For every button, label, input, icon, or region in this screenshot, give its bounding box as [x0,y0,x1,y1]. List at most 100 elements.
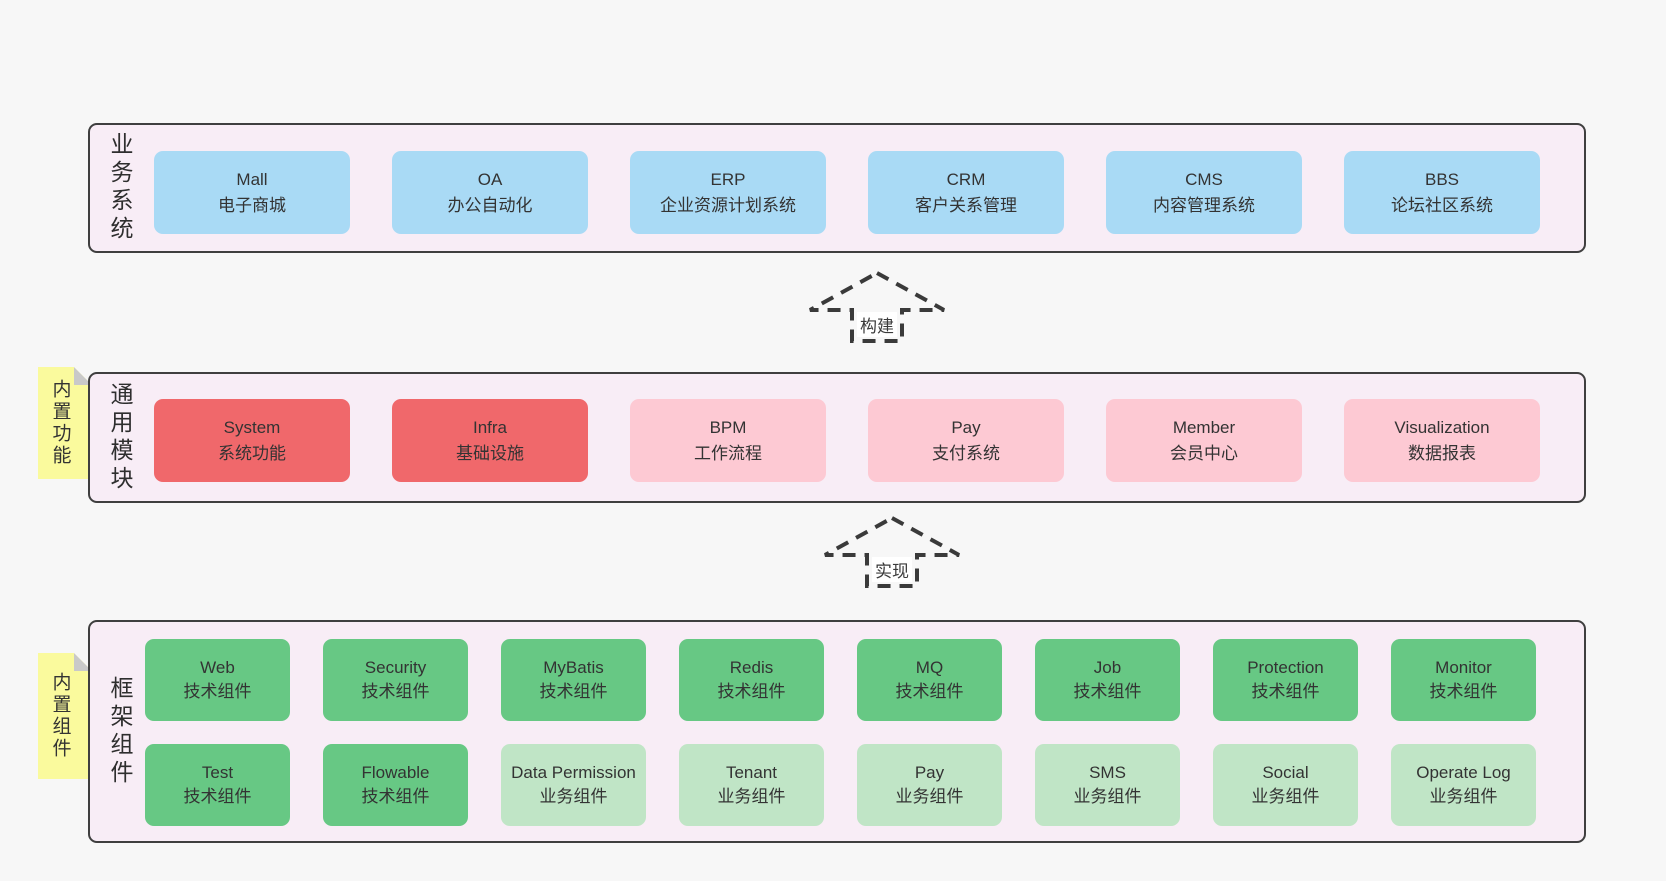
box-title: Operate Log [1416,762,1511,782]
box-title: Pay [951,418,981,437]
box-test: Test 技术组件 [145,744,290,826]
framework-components-panel: 框架组件 Web 技术组件 Security 技术组件 MyBatis 技术组件… [88,620,1586,843]
box-mq: MQ 技术组件 [857,639,1002,721]
box-subtitle: 办公自动化 [447,195,533,215]
box-job: Job 技术组件 [1035,639,1180,721]
box-subtitle: 技术组件 [361,787,430,806]
box-title: Redis [729,657,774,677]
box-title: Monitor [1435,657,1492,677]
box-title: MyBatis [543,657,604,677]
box-member: Member 会员中心 [1106,399,1302,482]
box-subtitle: 业务组件 [539,787,608,806]
box-title: Protection [1247,657,1324,677]
box-erp: ERP 企业资源计划系统 [630,151,826,234]
box-subtitle: 业务组件 [1251,787,1320,806]
box-subtitle: 会员中心 [1170,443,1238,463]
box-subtitle: 论坛社区系统 [1391,195,1493,215]
box-title: BBS [1424,170,1460,189]
box-subtitle: 技术组件 [539,682,608,701]
box-title: Pay [914,762,945,782]
panel-label-framework-components: 框架组件 [107,675,133,788]
dashed-up-arrow-icon [824,515,960,588]
box-title: MQ [915,657,944,677]
box-bbs: BBS 论坛社区系统 [1344,151,1540,234]
implement-arrow-label: 实现 [872,557,912,582]
box-subtitle: 技术组件 [1073,682,1142,701]
box-title: Data Permission [511,762,636,782]
box-subtitle: 技术组件 [1251,682,1320,701]
modules-box-row: System 系统功能 Infra 基础设施 BPM 工作流程 Pay 支付系统… [154,399,1540,482]
box-flowable: Flowable 技术组件 [323,744,468,826]
box-pay-component: Pay 业务组件 [857,744,1002,826]
box-title: OA [477,170,503,189]
box-title: BPM [709,418,747,437]
box-title: Job [1093,657,1122,677]
box-operate-log: Operate Log 业务组件 [1391,744,1536,826]
box-subtitle: 客户关系管理 [915,195,1017,215]
panel-label-business-systems: 业务系统 [107,132,133,244]
box-title: Social [1262,762,1309,782]
box-subtitle: 技术组件 [895,682,964,701]
business-systems-panel: 业务系统 Mall 电子商城 OA 办公自动化 ERP 企业资源计划系统 CRM… [88,123,1586,253]
box-data-permission: Data Permission 业务组件 [501,744,646,826]
box-system: System 系统功能 [154,399,350,482]
box-subtitle: 业务组件 [1429,787,1498,806]
box-subtitle: 基础设施 [456,443,524,463]
box-title: SMS [1089,762,1126,782]
box-title: Mall [236,170,268,189]
box-subtitle: 业务组件 [1073,787,1142,806]
box-sms: SMS 业务组件 [1035,744,1180,826]
box-title: Visualization [1394,418,1490,437]
box-security: Security 技术组件 [323,639,468,721]
components-box-row-2: Test 技术组件 Flowable 技术组件 Data Permission … [145,744,1536,826]
box-web: Web 技术组件 [145,639,290,721]
box-title: Flowable [361,762,430,782]
box-redis: Redis 技术组件 [679,639,824,721]
sticky-tag-built-in-features: 内置功能 [38,367,92,479]
box-title: Tenant [725,762,778,782]
box-subtitle: 技术组件 [1429,682,1498,701]
build-arrow-label: 构建 [857,312,897,337]
box-pay-module: Pay 支付系统 [868,399,1064,482]
panel-label-common-modules: 通用模块 [107,381,133,494]
box-oa: OA 办公自动化 [392,151,588,234]
box-monitor: Monitor 技术组件 [1391,639,1536,721]
box-title: Security [364,657,427,677]
box-visualization: Visualization 数据报表 [1344,399,1540,482]
box-title: Web [200,657,235,677]
box-mall: Mall 电子商城 [154,151,350,234]
box-title: CMS [1185,170,1223,189]
box-subtitle: 系统功能 [218,443,286,463]
box-subtitle: 支付系统 [932,443,1000,463]
box-subtitle: 工作流程 [694,443,762,463]
box-subtitle: 技术组件 [717,682,786,701]
implement-arrow: 实现 [822,515,962,588]
box-subtitle: 内容管理系统 [1153,195,1255,215]
box-crm: CRM 客户关系管理 [868,151,1064,234]
box-title: Member [1172,418,1236,437]
components-box-row-1: Web 技术组件 Security 技术组件 MyBatis 技术组件 Redi… [145,639,1536,721]
box-bpm: BPM 工作流程 [630,399,826,482]
box-infra: Infra 基础设施 [392,399,588,482]
box-subtitle: 业务组件 [717,787,786,806]
common-modules-panel: 通用模块 System 系统功能 Infra 基础设施 BPM 工作流程 Pay… [88,372,1586,503]
box-subtitle: 技术组件 [183,787,252,806]
dashed-up-arrow-icon [809,270,945,343]
box-subtitle: 企业资源计划系统 [660,195,796,215]
box-tenant: Tenant 业务组件 [679,744,824,826]
sticky-tag-built-in-components: 内置组件 [38,653,92,779]
box-subtitle: 电子商城 [218,195,286,215]
box-subtitle: 技术组件 [183,682,252,701]
box-social: Social 业务组件 [1213,744,1358,826]
box-mybatis: MyBatis 技术组件 [501,639,646,721]
box-subtitle: 业务组件 [895,787,964,806]
box-subtitle: 数据报表 [1408,443,1476,463]
box-protection: Protection 技术组件 [1213,639,1358,721]
box-title: System [223,418,281,437]
business-box-row: Mall 电子商城 OA 办公自动化 ERP 企业资源计划系统 CRM 客户关系… [154,151,1540,234]
box-title: ERP [710,170,746,189]
box-cms: CMS 内容管理系统 [1106,151,1302,234]
box-subtitle: 技术组件 [361,682,430,701]
box-title: CRM [946,170,986,189]
sticky-tag-label: 内置功能 [49,379,71,467]
